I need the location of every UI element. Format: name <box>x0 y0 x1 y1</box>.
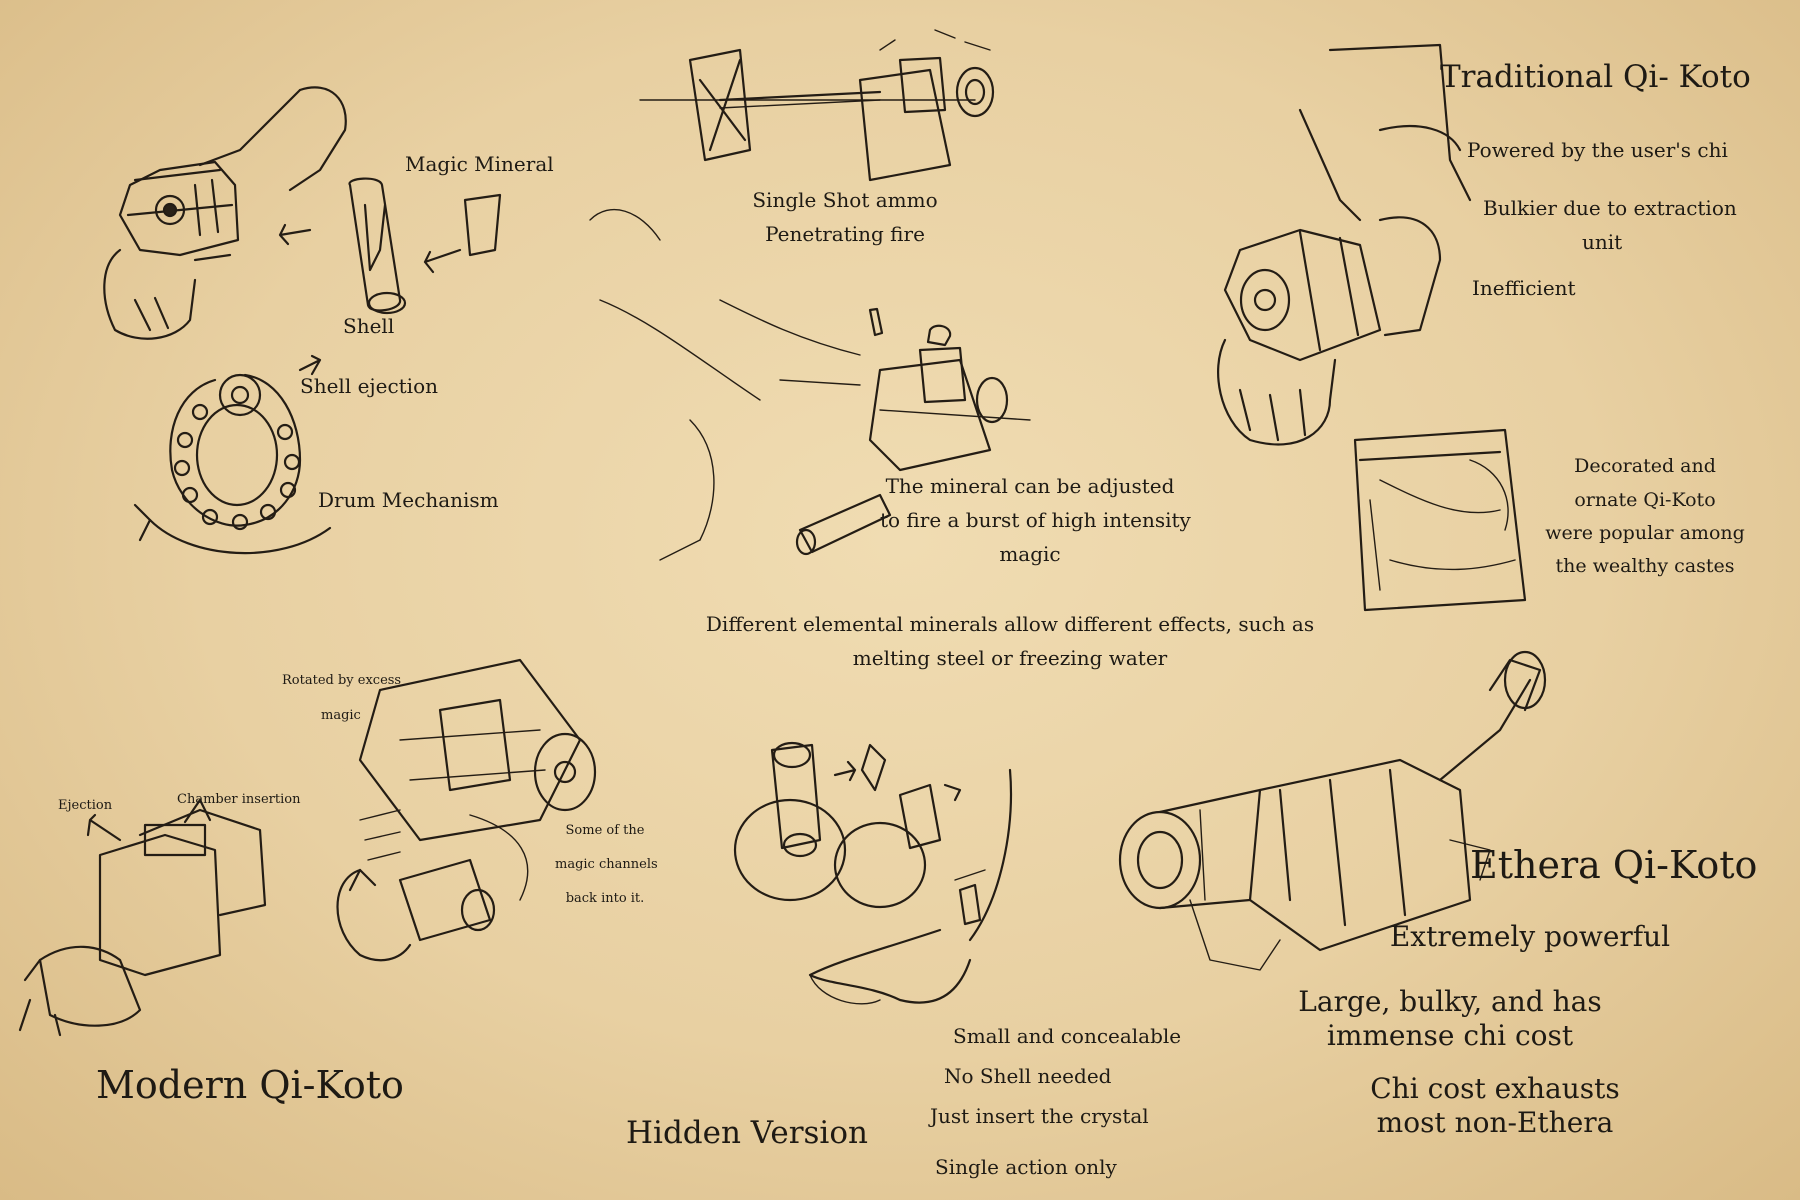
single-shot-label: Single Shot ammo <box>752 188 938 212</box>
chamber-insertion-label: Chamber insertion <box>177 792 301 807</box>
channels-note-2: magic channels <box>555 857 658 872</box>
hidden-version-sketch <box>733 741 1013 1005</box>
ethera-qi-koto-sketch <box>1118 650 1547 971</box>
traditional-note-bulkier: Bulkier due to extraction <box>1483 196 1737 220</box>
hidden-title: Hidden Version <box>626 1115 868 1151</box>
decorated-note-3: were popular among <box>1545 522 1745 544</box>
decorated-note-2: ornate Qi-Koto <box>1574 489 1716 511</box>
ethera-powerful: Extremely powerful <box>1389 920 1671 953</box>
shell-cylinder-sketch <box>348 177 407 315</box>
rotated-note-2: magic <box>321 708 361 723</box>
magic-mineral-sketch <box>463 193 502 257</box>
elemental-note-1: Different elemental minerals allow diffe… <box>705 612 1315 636</box>
ethera-bulky-1: Large, bulky, and has <box>1298 985 1602 1018</box>
channels-note-3: back into it. <box>565 891 645 906</box>
traditional-note-inefficient: Inefficient <box>1472 276 1576 300</box>
drum-mechanism-label: Drum Mechanism <box>318 488 499 512</box>
magic-mineral-label: Magic Mineral <box>405 152 554 176</box>
traditional-title: Traditional Qi- Koto <box>1440 59 1751 95</box>
elemental-note-2: melting steel or freezing water <box>852 646 1168 670</box>
traditional-note-chi: Powered by the user's chi <box>1467 138 1728 162</box>
modern-cylinder-sketch <box>336 658 597 962</box>
shell-ejection-label: Shell ejection <box>300 374 438 398</box>
penetrating-fire-label: Penetrating fire <box>765 222 925 246</box>
hidden-note-small: Small and concealable <box>953 1024 1182 1048</box>
hidden-note-single-action: Single action only <box>935 1155 1117 1179</box>
adjust-note-1: The mineral can be adjusted <box>885 474 1175 498</box>
channels-note-1: Some of the <box>565 823 645 838</box>
traditional-arm-sketch <box>1217 43 1472 446</box>
burst-fire-sketch <box>589 209 1031 561</box>
traditional-note-unit: unit <box>1582 230 1623 254</box>
hidden-note-insert: Just insert the crystal <box>930 1104 1149 1128</box>
decorated-qi-koto-sketch <box>1353 428 1527 612</box>
adjust-note-2: to fire a burst of high intensity <box>880 508 1191 532</box>
modern-title: Modern Qi-Koto <box>96 1063 404 1107</box>
single-shot-sketch <box>639 29 995 182</box>
gauntlet-arm-sketch <box>103 86 347 340</box>
ethera-bulky-2: immense chi cost <box>1326 1019 1574 1052</box>
ethera-title: Ethera Qi-Koto <box>1470 843 1758 887</box>
decorated-note-4: the wealthy castes <box>1555 555 1735 577</box>
ejection-label: Ejection <box>58 798 113 813</box>
drum-mechanism-sketch <box>169 373 302 531</box>
rotated-note-1: Rotated by excess <box>282 673 402 688</box>
hidden-note-no-shell: No Shell needed <box>944 1064 1112 1088</box>
shell-label: Shell <box>343 314 395 338</box>
modern-arm-sketch <box>18 798 267 1037</box>
adjust-note-3: magic <box>999 542 1061 566</box>
ethera-exhausts-2: most non-Ethera <box>1376 1106 1614 1139</box>
direction-arrows <box>133 223 462 555</box>
ethera-exhausts-1: Chi cost exhausts <box>1370 1072 1620 1105</box>
decorated-note-1: Decorated and <box>1574 455 1716 477</box>
